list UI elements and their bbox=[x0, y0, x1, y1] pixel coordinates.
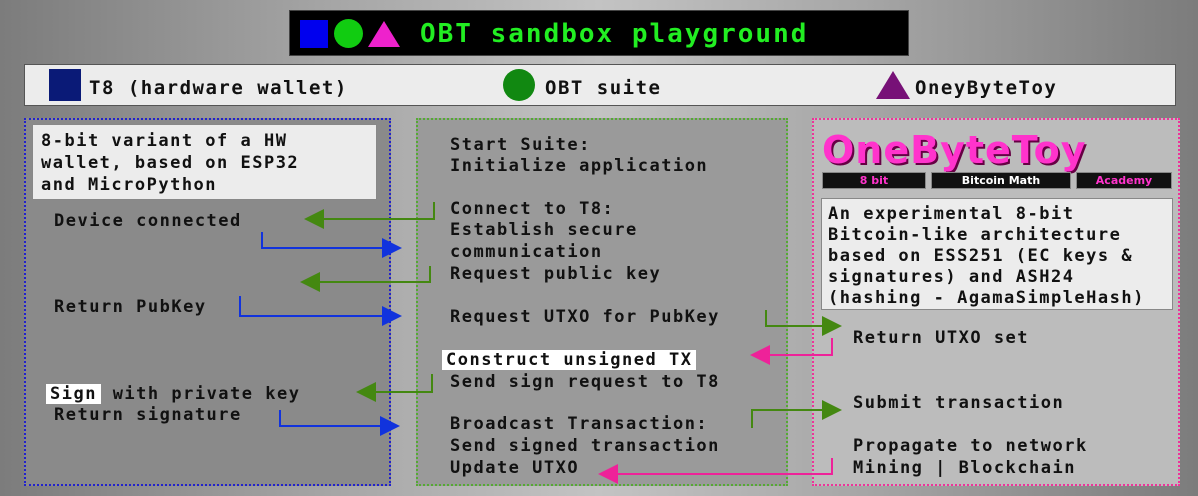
device-connected-text: Device connected bbox=[54, 211, 242, 231]
legend-toy-label: OneyByteToy bbox=[915, 77, 1058, 99]
establish-text: Establish secure bbox=[450, 220, 638, 240]
return-signature-text: Return signature bbox=[54, 405, 242, 425]
suite-column bbox=[416, 118, 788, 486]
propagate-text: Propagate to network bbox=[853, 436, 1088, 456]
arrow-device-to-suite bbox=[261, 232, 402, 258]
toy-triangle-icon bbox=[876, 71, 910, 99]
return-pubkey-text: Return PubKey bbox=[54, 297, 207, 317]
toy-description-line: (hashing - AgamaSimpleHash) bbox=[828, 288, 1145, 308]
update-utxo-text: Update UTXO bbox=[450, 458, 580, 478]
toy-tag-academy: Academy bbox=[1076, 172, 1172, 189]
circle-icon bbox=[334, 19, 363, 48]
suite-circle-icon bbox=[503, 69, 535, 101]
toy-tag-bitcoin-math: Bitcoin Math bbox=[931, 172, 1071, 189]
initialize-text: Initialize application bbox=[450, 156, 709, 176]
toy-tag-8bit: 8 bit bbox=[822, 172, 926, 189]
toy-description-line: Bitcoin-like architecture bbox=[828, 225, 1122, 245]
communication-text: communication bbox=[450, 242, 603, 262]
request-utxo-text: Request UTXO for PubKey bbox=[450, 307, 720, 327]
arrow-return-signature bbox=[279, 410, 400, 436]
arrow-send-sign bbox=[356, 374, 433, 402]
t8-description-line: and MicroPython bbox=[41, 175, 218, 195]
construct-tx-text: Construct unsigned TX bbox=[442, 350, 697, 371]
send-sign-request-text: Send sign request to T8 bbox=[450, 372, 720, 392]
legend-t8-label: T8 (hardware wallet) bbox=[89, 77, 348, 99]
return-utxo-text: Return UTXO set bbox=[853, 328, 1030, 348]
page-title: OBT sandbox playground bbox=[420, 19, 809, 49]
broadcast-text: Broadcast Transaction: bbox=[450, 414, 709, 434]
t8-square-icon bbox=[49, 69, 81, 101]
toy-description-box: An experimental 8-bit Bitcoin-like archi… bbox=[821, 198, 1173, 310]
title-bar: OBT sandbox playground bbox=[289, 10, 909, 56]
legend-bar: T8 (hardware wallet) OBT suite OneyByteT… bbox=[24, 64, 1176, 106]
t8-description-line: 8-bit variant of a HW bbox=[41, 131, 288, 151]
onebytetoy-logo: OneByteToy bbox=[822, 128, 1087, 172]
toy-description-line: signatures) and ASH24 bbox=[828, 267, 1075, 287]
t8-description-line: wallet, based on ESP32 bbox=[41, 153, 300, 173]
arrow-connect-to-device bbox=[304, 202, 435, 229]
arrow-request-pubkey bbox=[300, 266, 431, 292]
connect-t8-text: Connect to T8: bbox=[450, 199, 615, 219]
arrow-update-utxo bbox=[598, 458, 833, 484]
sign-text: Sign with private key bbox=[46, 384, 300, 405]
construct-tx-highlight: Construct unsigned TX bbox=[442, 350, 697, 370]
arrow-return-utxo bbox=[750, 338, 833, 365]
toy-description-line: based on ESS251 (EC keys & bbox=[828, 246, 1134, 266]
toy-description-line: An experimental 8-bit bbox=[828, 204, 1075, 224]
submit-transaction-text: Submit transaction bbox=[853, 393, 1065, 413]
start-suite-text: Start Suite: bbox=[450, 135, 591, 155]
sign-rest: with private key bbox=[100, 384, 301, 404]
arrow-broadcast bbox=[751, 400, 842, 428]
t8-description-box: 8-bit variant of a HW wallet, based on E… bbox=[32, 124, 377, 200]
triangle-icon bbox=[368, 21, 400, 47]
sign-highlight: Sign bbox=[46, 384, 101, 404]
arrow-request-utxo bbox=[765, 310, 842, 336]
request-pubkey-text: Request public key bbox=[450, 264, 662, 284]
arrow-return-pubkey bbox=[239, 296, 402, 326]
mining-blockchain-text: Mining | Blockchain bbox=[853, 458, 1076, 478]
square-icon bbox=[300, 20, 328, 48]
legend-suite-label: OBT suite bbox=[545, 77, 662, 99]
send-signed-text: Send signed transaction bbox=[450, 436, 720, 456]
